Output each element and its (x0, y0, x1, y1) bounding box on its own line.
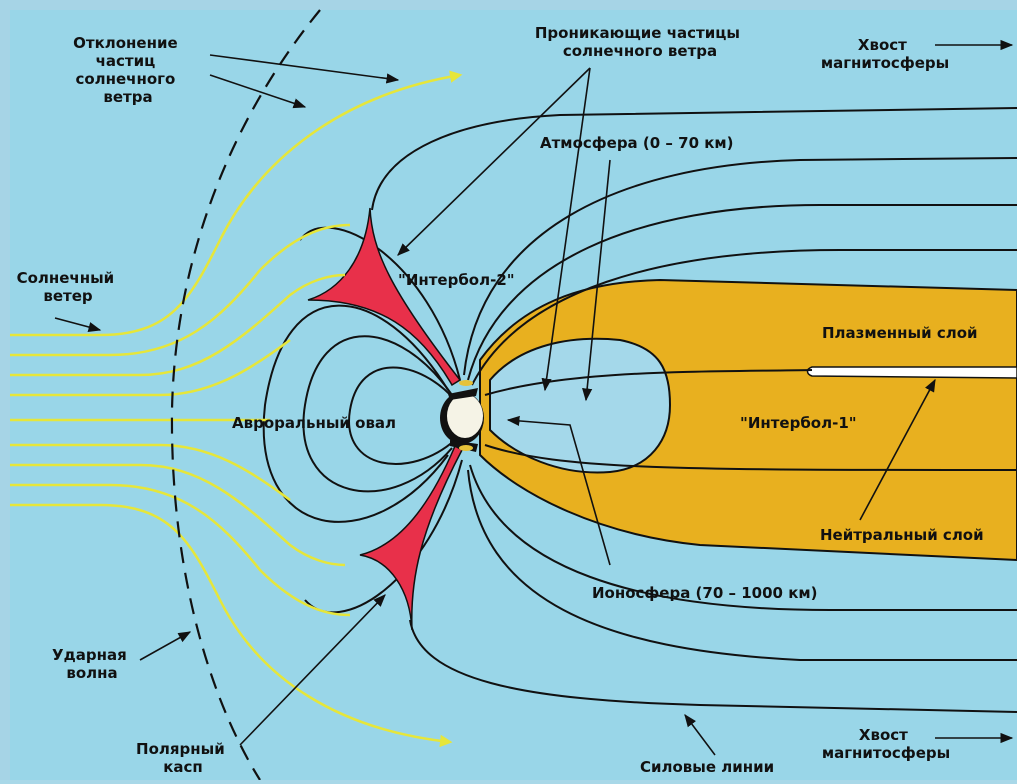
plasma-sheet-label: Плазменный слой (822, 324, 978, 342)
neutral-sheet-band (808, 367, 1017, 378)
field-lines-label: Силовые линии (640, 758, 774, 776)
auroral-oval-label: Авроральный овал (232, 414, 396, 432)
penetrating-particles-label: Проникающие частицы солнечного ветра (535, 24, 745, 60)
neutral-sheet-label: Нейтральный слой (820, 526, 984, 544)
ionosphere-label: Ионосфера (70 – 1000 км) (592, 584, 818, 602)
interbol1-label: "Интербол-1" (740, 414, 857, 432)
interbol2-label: "Интербол-2" (398, 271, 515, 289)
atmosphere-label: Атмосфера (0 – 70 км) (540, 134, 734, 152)
